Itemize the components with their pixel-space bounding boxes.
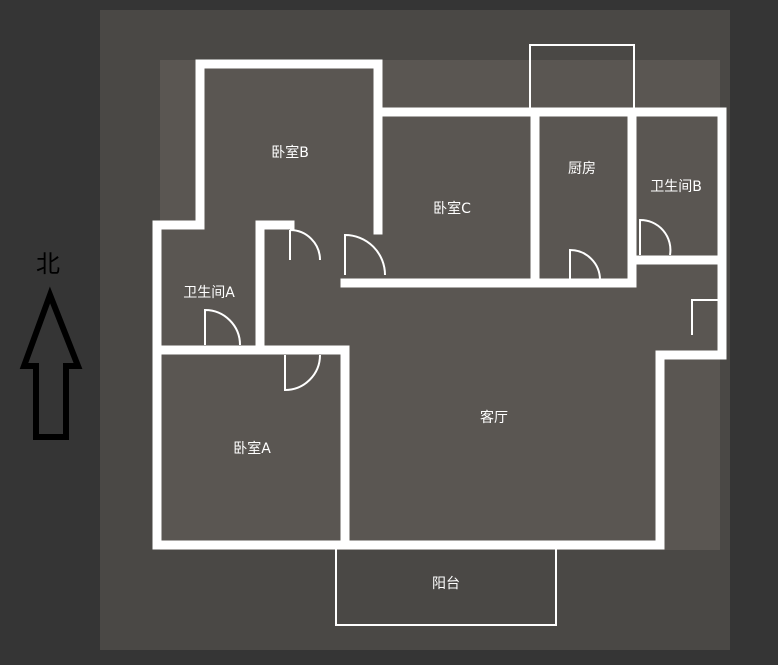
south-balcony	[335, 545, 557, 626]
room-label-bedroom-b: 卧室B	[271, 145, 309, 161]
north-label: 北	[36, 250, 60, 278]
wall-bedroom-a	[152, 345, 350, 550]
wall-west-south	[152, 220, 665, 550]
door-bedroom-b	[289, 229, 321, 261]
wall-bedroom-b	[195, 59, 383, 235]
room-label-kitchen: 厨房	[568, 161, 596, 177]
room-label-bedroom-a: 卧室A	[233, 441, 271, 457]
room-label-balcony: 阳台	[432, 576, 460, 592]
room-label-bedroom-c: 卧室C	[433, 201, 471, 217]
door-kitchen	[569, 248, 601, 281]
wall-east	[627, 107, 727, 550]
thin-lines	[204, 44, 722, 626]
door-bedroom-a	[284, 354, 321, 392]
room-label-bathroom-b: 卫生间B	[650, 179, 702, 195]
north-arrow-icon	[19, 286, 83, 440]
room-label-bathroom-a: 卫生间A	[183, 285, 235, 301]
room-label-living-room: 客厅	[480, 410, 508, 426]
door-bathroom-a	[204, 308, 241, 346]
door-bathroom-b	[639, 218, 672, 256]
door-bathroom-b-side	[691, 299, 722, 335]
door-bedroom-c	[344, 233, 386, 276]
kitchen-balcony	[529, 44, 635, 110]
interior-area	[160, 60, 720, 550]
walls	[152, 59, 727, 550]
